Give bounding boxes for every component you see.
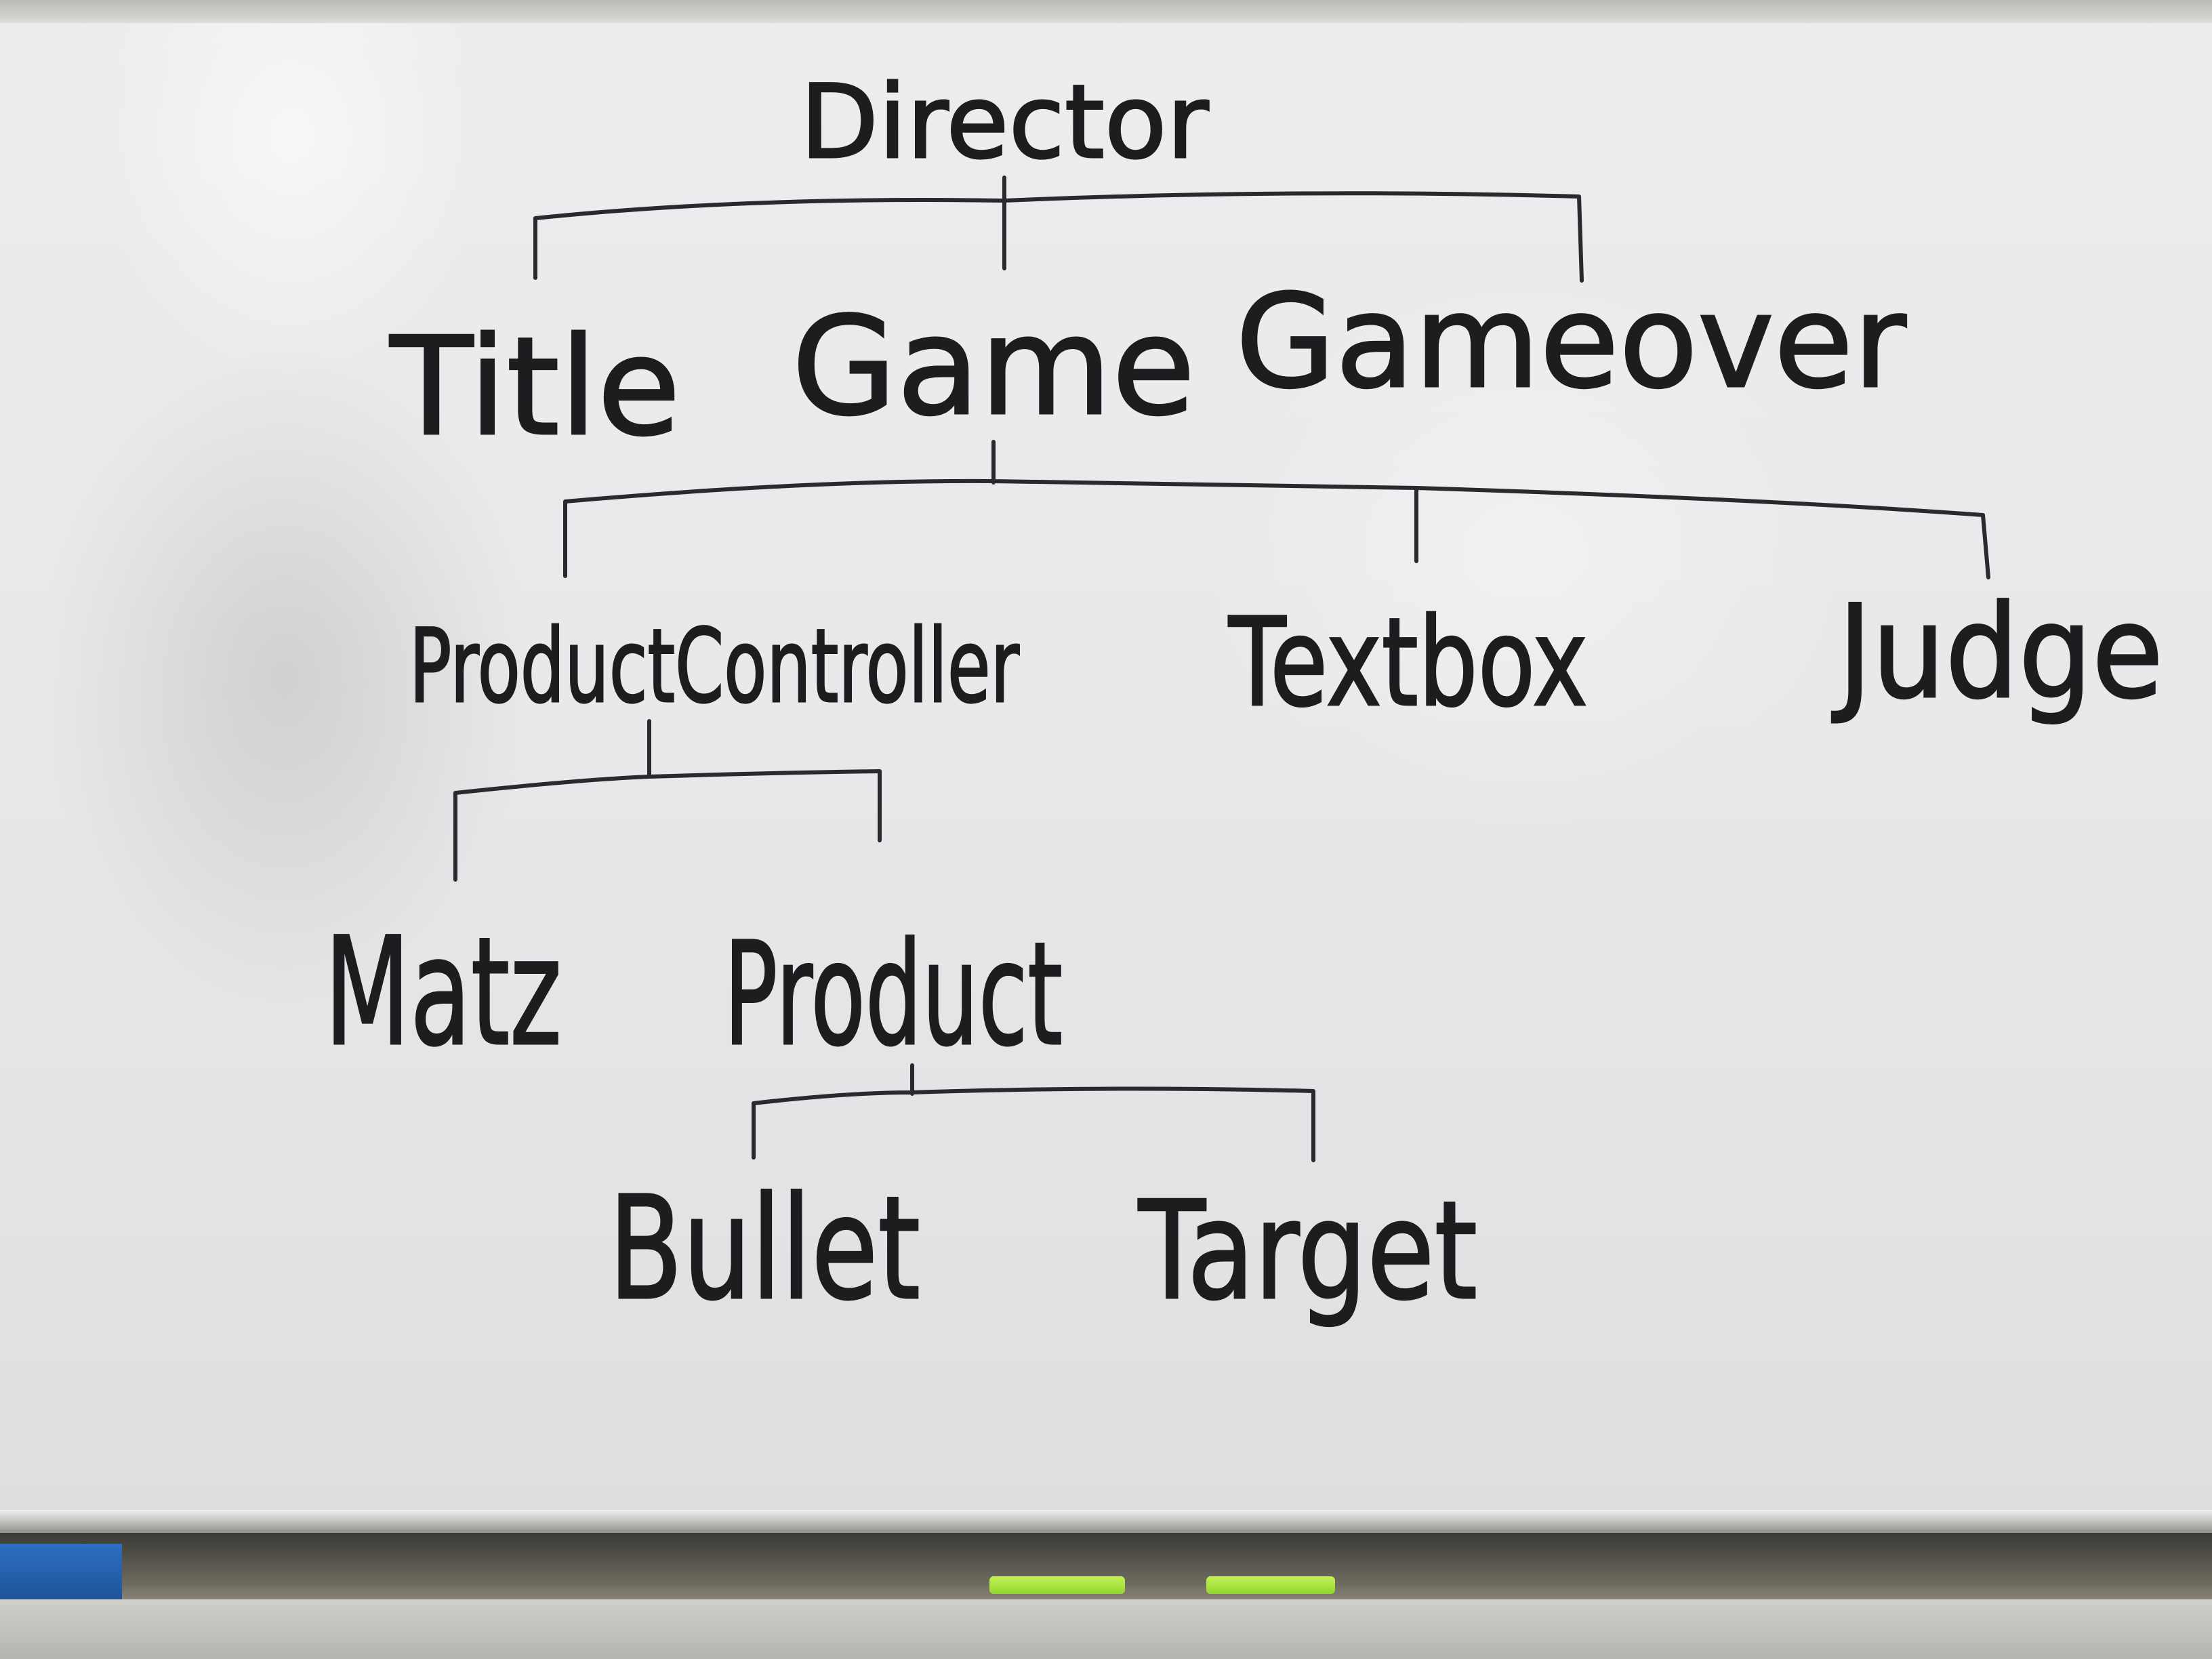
node-matz: Matz bbox=[325, 905, 562, 1079]
edge-productcontroller-children bbox=[453, 719, 882, 882]
edge-game-children bbox=[563, 440, 1990, 579]
marker-tray bbox=[0, 1599, 2212, 1659]
nodes: Director Title Game Gameover ProductCont… bbox=[324, 63, 2165, 1333]
node-gameover: Gameover bbox=[1235, 267, 1906, 417]
edge-product-children bbox=[752, 1063, 1315, 1162]
node-textbox: Textbox bbox=[1228, 592, 1588, 734]
node-productcontroller: ProductController bbox=[409, 608, 1019, 726]
edge-director-children bbox=[533, 176, 1584, 283]
whiteboard-top-frame bbox=[0, 0, 2212, 23]
green-marker bbox=[1206, 1576, 1335, 1594]
node-bullet: Bullet bbox=[609, 1166, 920, 1332]
class-hierarchy-diagram: Director Title Game Gameover ProductCont… bbox=[324, 63, 2165, 1333]
node-director: Director bbox=[800, 64, 1209, 182]
node-game: Game bbox=[792, 288, 1195, 446]
whiteboard-bottom-frame bbox=[0, 1510, 2212, 1533]
node-target: Target bbox=[1138, 1172, 1477, 1330]
node-judge: Judge bbox=[1832, 577, 2163, 727]
edges bbox=[453, 176, 1990, 1162]
blue-object bbox=[0, 1544, 122, 1609]
node-product: Product bbox=[724, 912, 1063, 1078]
node-title: Title bbox=[390, 308, 681, 466]
green-marker bbox=[989, 1576, 1125, 1594]
whiteboard bbox=[0, 0, 2212, 1525]
